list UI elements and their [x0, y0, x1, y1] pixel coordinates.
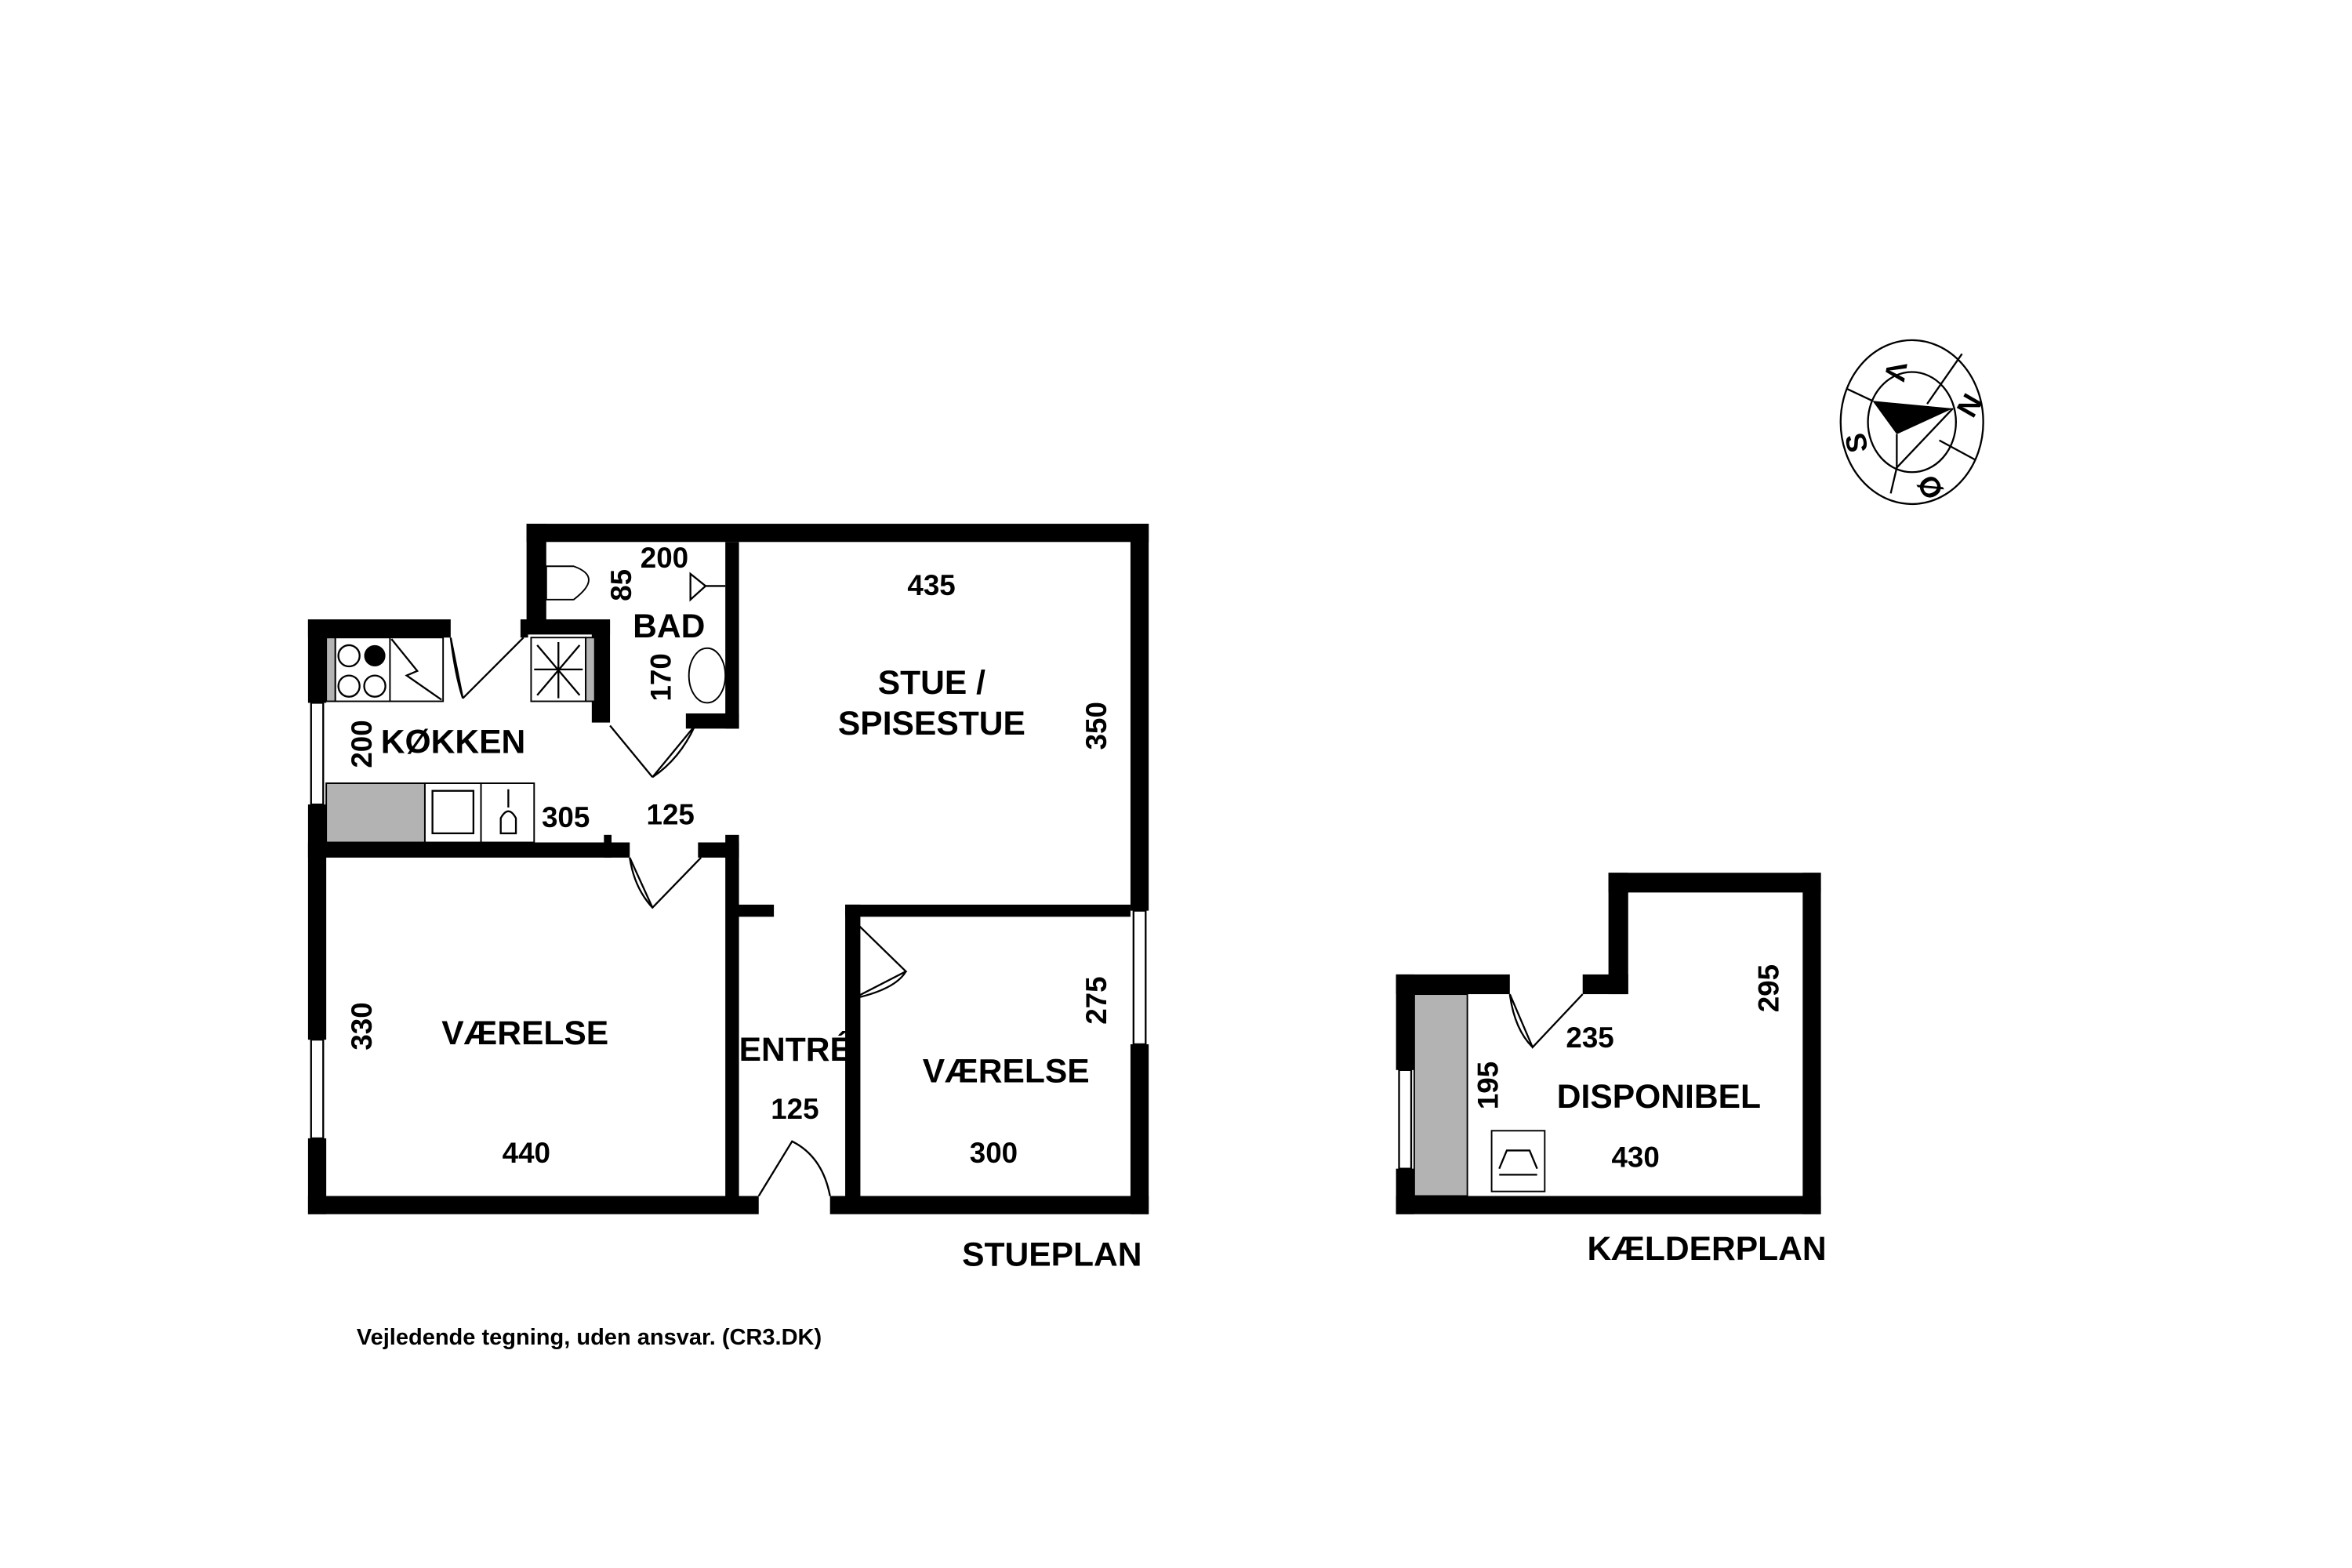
bathroom-fixtures: [545, 565, 727, 704]
disclaimer: Vejledende tegning, uden ansvar. (CR3.DK…: [357, 1325, 822, 1350]
doors: [449, 637, 1584, 1197]
compass-south-label: S: [1839, 430, 1875, 455]
vaerelse2-label: VÆRELSE: [923, 1052, 1090, 1090]
bad-dim-length: 170: [644, 653, 677, 701]
disponibel-dim-length: 430: [1611, 1142, 1659, 1174]
bad-dim-width: 200: [641, 542, 688, 574]
stueplan-walls: [307, 524, 1149, 1214]
stueplan-title: STUEPLAN: [962, 1236, 1142, 1274]
bad-label: BAD: [633, 608, 705, 645]
disponibel-dim-depth: 295: [1752, 964, 1784, 1012]
toilet-icon: [545, 565, 590, 601]
vaerelse1-label: VÆRELSE: [441, 1014, 608, 1052]
compass-east-label: Ø: [1911, 470, 1950, 505]
stue-label-line1: STUE /: [878, 664, 985, 702]
compass-west-label: V: [1878, 359, 1914, 384]
kaelderplan-walls: [1396, 873, 1821, 1214]
compass-rose-icon: V N S Ø: [1839, 339, 1989, 505]
bad-dim-toilet: 85: [605, 569, 637, 601]
kaelderplan-title: KÆLDERPLAN: [1588, 1230, 1827, 1268]
stue-dim-length: 350: [1080, 702, 1112, 750]
shower-icon: [689, 572, 726, 602]
kitchen-fixtures: [325, 637, 596, 844]
kokken-dim-length: 305: [542, 801, 590, 833]
kokken-dim-width: 200: [346, 720, 378, 768]
entre-label: ENTRÉ: [739, 1031, 852, 1069]
stue-label-line2: SPISESTUE: [838, 705, 1025, 742]
disponibel-label: DISPONIBEL: [1557, 1078, 1761, 1116]
vaerelse2-dim-width: 275: [1080, 976, 1112, 1024]
vaerelse1-dim-width: 330: [346, 1002, 378, 1050]
boiler-icon: [1490, 1130, 1546, 1192]
gang-dim: 125: [647, 798, 695, 830]
basin-icon: [688, 647, 727, 704]
kokken-label: KØKKEN: [381, 723, 526, 760]
disponibel-dim-door: 235: [1566, 1022, 1613, 1054]
windows: [310, 702, 1413, 1170]
entre-dim: 125: [771, 1093, 818, 1125]
vaerelse1-dim-length: 440: [503, 1137, 550, 1169]
stueplan-labels: 200 85 BAD 170 200 KØKKEN 305 125 435 ST…: [346, 542, 1142, 1273]
kaelderplan-labels: 235 295 195 DISPONIBEL 430 KÆLDERPLAN: [1472, 964, 1826, 1268]
disponibel-dim-width: 195: [1472, 1062, 1504, 1109]
vaerelse2-dim-length: 300: [970, 1137, 1018, 1169]
stue-dim-width: 435: [907, 569, 955, 601]
